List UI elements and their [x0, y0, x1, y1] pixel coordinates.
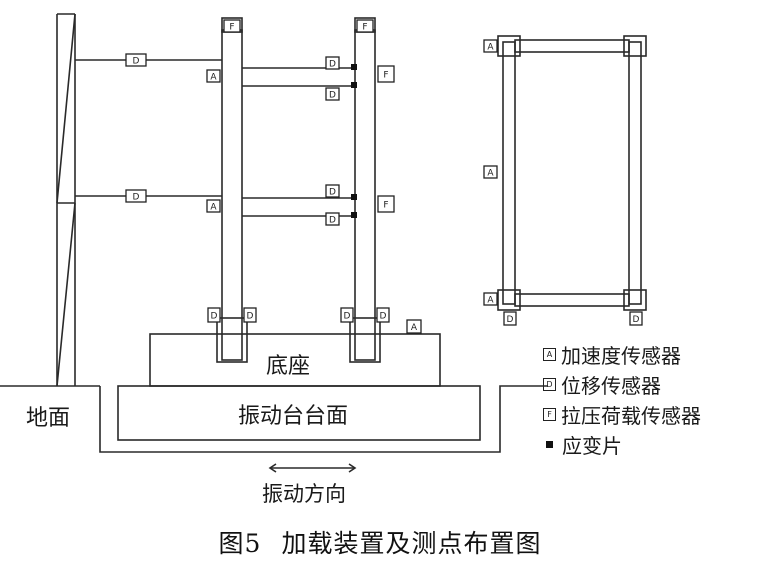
svg-text:F: F: [229, 23, 234, 33]
svg-text:D: D: [329, 188, 336, 198]
svg-text:D: D: [329, 216, 336, 226]
legend-item: 应变片: [543, 430, 622, 458]
displacement-sensor-beam-4-icon: D: [325, 212, 340, 226]
base-block: [149, 333, 441, 387]
plan-view-frame: [497, 35, 647, 311]
direction-label: 振动方向: [262, 482, 346, 506]
svg-text:D: D: [211, 312, 218, 322]
accelerometer-plan-mid-icon: A: [483, 165, 498, 179]
svg-text:F: F: [362, 23, 367, 33]
force-sensor-left-top-icon: F: [223, 19, 241, 33]
svg-text:A: A: [411, 323, 418, 333]
displacement-sensor-right-foot-1-icon: D: [340, 307, 354, 323]
displacement-sensor-right-foot-2-icon: D: [376, 307, 390, 323]
force-sensor-upper-icon: F: [377, 65, 395, 83]
reaction-tower: [0, 13, 100, 387]
svg-text:F: F: [383, 71, 388, 81]
strain-gauge-symbol-icon: [546, 440, 553, 448]
legend-item-label: 位移传感器: [561, 373, 661, 398]
svg-text:D: D: [344, 312, 351, 322]
force-sensor-lower-icon: F: [377, 195, 395, 213]
svg-text:D: D: [247, 312, 254, 322]
displacement-sensor-beam-2-icon: D: [325, 87, 340, 101]
svg-text:D: D: [380, 312, 387, 322]
svg-text:A: A: [210, 73, 217, 83]
accelerometer-left-upper-icon: A: [206, 69, 221, 83]
displacement-sensor-plan-right-icon: D: [629, 311, 643, 326]
accelerometer-plan-top-icon: A: [483, 39, 498, 53]
displacement-sensor-plan-left-icon: D: [503, 311, 517, 326]
svg-text:D: D: [329, 60, 336, 70]
displacement-sensor-beam-1-icon: D: [325, 56, 340, 70]
strain-gauges: [351, 64, 357, 218]
displacement-sensor-left-foot-2-icon: D: [243, 307, 257, 323]
svg-text:A: A: [487, 296, 494, 306]
ground-pit: [99, 385, 548, 453]
svg-text:A: A: [487, 169, 494, 179]
left-column: [216, 17, 248, 363]
direction-arrow: [268, 463, 357, 473]
displacement-sensor-lower-icon: D: [125, 189, 147, 203]
accelerometer-base-icon: A: [406, 319, 422, 334]
displacement-sensor-upper-icon: D: [125, 53, 147, 67]
legend-item: A 加速度传感器: [543, 340, 681, 368]
caption-number: 图5: [218, 529, 262, 558]
upper-beam: [242, 67, 355, 87]
svg-text:D: D: [133, 193, 140, 203]
svg-text:D: D: [133, 57, 140, 67]
legend-item-label: 拉压荷载传感器: [561, 403, 701, 428]
accelerometer-plan-bottom-icon: A: [483, 292, 498, 306]
svg-text:F: F: [383, 201, 388, 211]
force-symbol-icon: F: [543, 407, 556, 421]
svg-text:A: A: [487, 43, 494, 53]
svg-text:A: A: [210, 203, 217, 213]
legend-item-label: 加速度传感器: [561, 343, 681, 368]
displacement-symbol-icon: D: [543, 377, 556, 391]
accelerometer-left-lower-icon: A: [206, 199, 221, 213]
sensor-markers: D D A A D D D D F F F F D D D D A A A A D D: [125, 19, 643, 334]
svg-text:D: D: [633, 315, 640, 325]
svg-text:D: D: [507, 315, 514, 325]
legend-item: D 位移传感器: [543, 370, 661, 398]
caption-title: 加载装置及测点布置图: [281, 529, 542, 558]
displacement-sensor-beam-3-icon: D: [325, 184, 340, 198]
figure-caption: 图5 加载装置及测点布置图: [0, 524, 760, 560]
accelerometer-symbol-icon: A: [543, 347, 556, 361]
legend-item: F 拉压荷载传感器: [543, 400, 701, 428]
svg-text:D: D: [329, 91, 336, 101]
legend-item-label: 应变片: [562, 433, 622, 458]
displacement-sensor-left-foot-1-icon: D: [207, 307, 221, 323]
ground-label: 地面: [26, 406, 71, 431]
base-label: 底座: [266, 354, 311, 379]
force-sensor-right-top-icon: F: [356, 19, 374, 33]
shaking-table-label: 振动台台面: [238, 404, 349, 429]
